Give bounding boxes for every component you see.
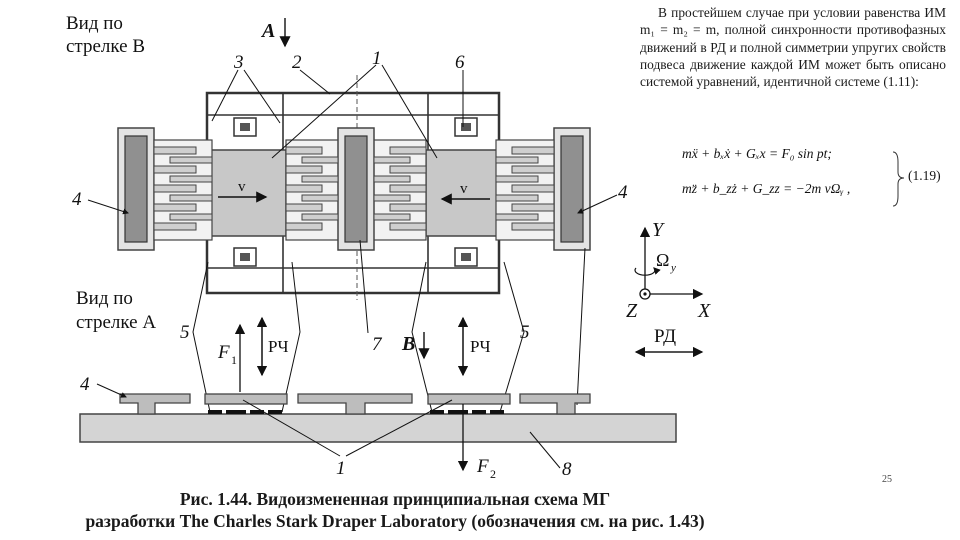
callout-3: 3 [233, 52, 244, 73]
rd-label: РД [654, 326, 676, 347]
rch-label-right: РЧ [470, 337, 491, 356]
equation-2: mz̈ + b_zż + G_zz = −2m vΩᵧ , [682, 181, 851, 196]
page-number: 25 [882, 474, 892, 485]
callout-7: 7 [372, 334, 383, 355]
comb-drive-right [495, 127, 591, 251]
callout-4-right: 4 [618, 182, 628, 203]
callout-4-left: 4 [72, 189, 82, 210]
force-f1-subscript: 1 [231, 353, 237, 367]
callout-6: 6 [455, 52, 465, 73]
axis-y-label: Y [652, 219, 665, 241]
leader-lines-bottom [96, 383, 561, 469]
projection-lines [192, 247, 586, 413]
side-view-section [79, 393, 677, 443]
force-f1-label: F [217, 342, 230, 363]
omega-subscript: y [670, 262, 676, 274]
axis-x-label: X [697, 300, 711, 322]
view-a-label-line2: стрелке А [76, 312, 156, 333]
proof-mass-left [207, 149, 287, 237]
axis-z-label: Z [626, 300, 638, 322]
force-f2-label: F [476, 456, 489, 477]
callout-1-top: 1 [372, 48, 382, 69]
body-paragraph: В простейшем случае при условии равенств… [640, 4, 946, 90]
paragraph-text: В простейшем случае при условии равенств… [640, 5, 946, 90]
view-a-label-line1: Вид по [76, 288, 133, 309]
coordinate-axes [634, 226, 704, 358]
caption-line-2: разработки The Charles Stark Draper Labo… [85, 511, 705, 531]
velocity-label-right: v [460, 181, 468, 197]
central-comb-electrode [285, 127, 427, 251]
callout-8: 8 [562, 459, 572, 480]
view-b-label-line1: Вид по [66, 13, 123, 34]
proof-mass-right [425, 149, 505, 237]
view-a-letter: А [260, 20, 275, 42]
substrate [79, 413, 677, 443]
rch-label-left: РЧ [268, 337, 289, 356]
velocity-label-left: v [238, 179, 246, 195]
equation-1: mẍ + bₓẋ + Gₓx = F₀ sin pt; [682, 146, 832, 161]
callout-2: 2 [292, 52, 302, 73]
comb-drive-left [117, 127, 213, 251]
force-f2-subscript: 2 [490, 467, 496, 481]
callout-5-left: 5 [180, 322, 190, 343]
caption-line-1: Рис. 1.44. Видоизмененная принципиальная… [179, 489, 611, 509]
equation-number: (1.19) [908, 168, 941, 183]
equation-brace [892, 151, 905, 207]
view-b-letter: В [401, 333, 415, 355]
view-b-label-line2: стрелке В [66, 36, 145, 57]
figure-caption: Рис. 1.44. Видоизмененная принципиальная… [0, 488, 790, 532]
leader-lines-top [87, 64, 618, 334]
callout-5-right: 5 [520, 322, 530, 343]
anchor-pads [233, 117, 478, 267]
callout-4-bottom: 4 [80, 374, 90, 395]
callout-1-bottom: 1 [336, 458, 346, 479]
omega-label: Ω [656, 250, 669, 270]
